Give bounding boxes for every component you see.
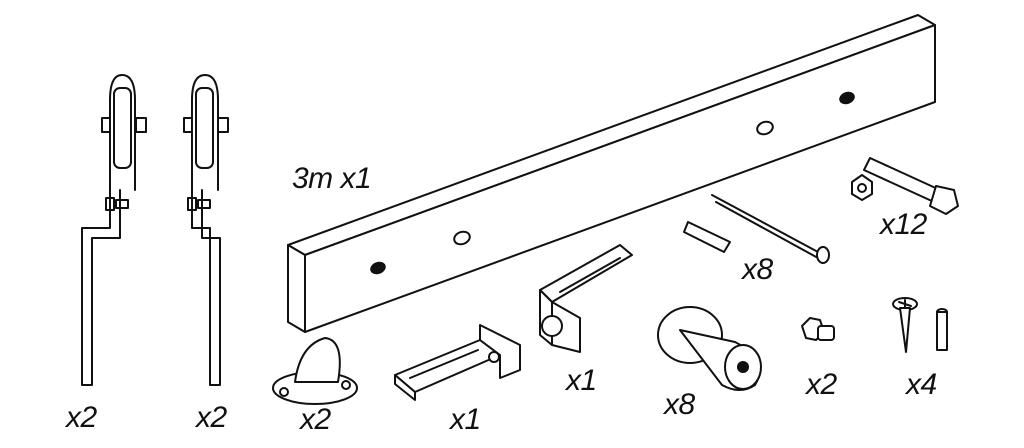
rail — [287, 14, 936, 333]
bolt-nut-label: x12 — [880, 208, 927, 241]
hanger-right-label: x2 — [196, 401, 227, 434]
hanger-left-label: x2 — [66, 401, 97, 434]
wood-screw-label: x4 — [906, 368, 937, 401]
rail-label: 3m x1 — [292, 162, 372, 195]
bolt-nut — [851, 157, 959, 215]
cap-bolt — [801, 317, 835, 341]
hanger-right — [183, 74, 229, 386]
lag-screw — [683, 194, 830, 264]
bracket-small-label: x1 — [566, 364, 597, 397]
cap-bolt-label: x2 — [806, 368, 837, 401]
stopper — [657, 306, 762, 391]
hanger-left — [81, 74, 147, 386]
lag-screw-label: x8 — [742, 253, 773, 286]
bracket-large-label: x1 — [450, 403, 481, 436]
door-guide — [272, 337, 358, 405]
stopper-label: x8 — [664, 388, 695, 421]
wood-screw — [892, 297, 948, 353]
bracket-large — [394, 324, 521, 401]
bracket-small — [539, 244, 633, 353]
door-guide-label: x2 — [300, 403, 331, 436]
